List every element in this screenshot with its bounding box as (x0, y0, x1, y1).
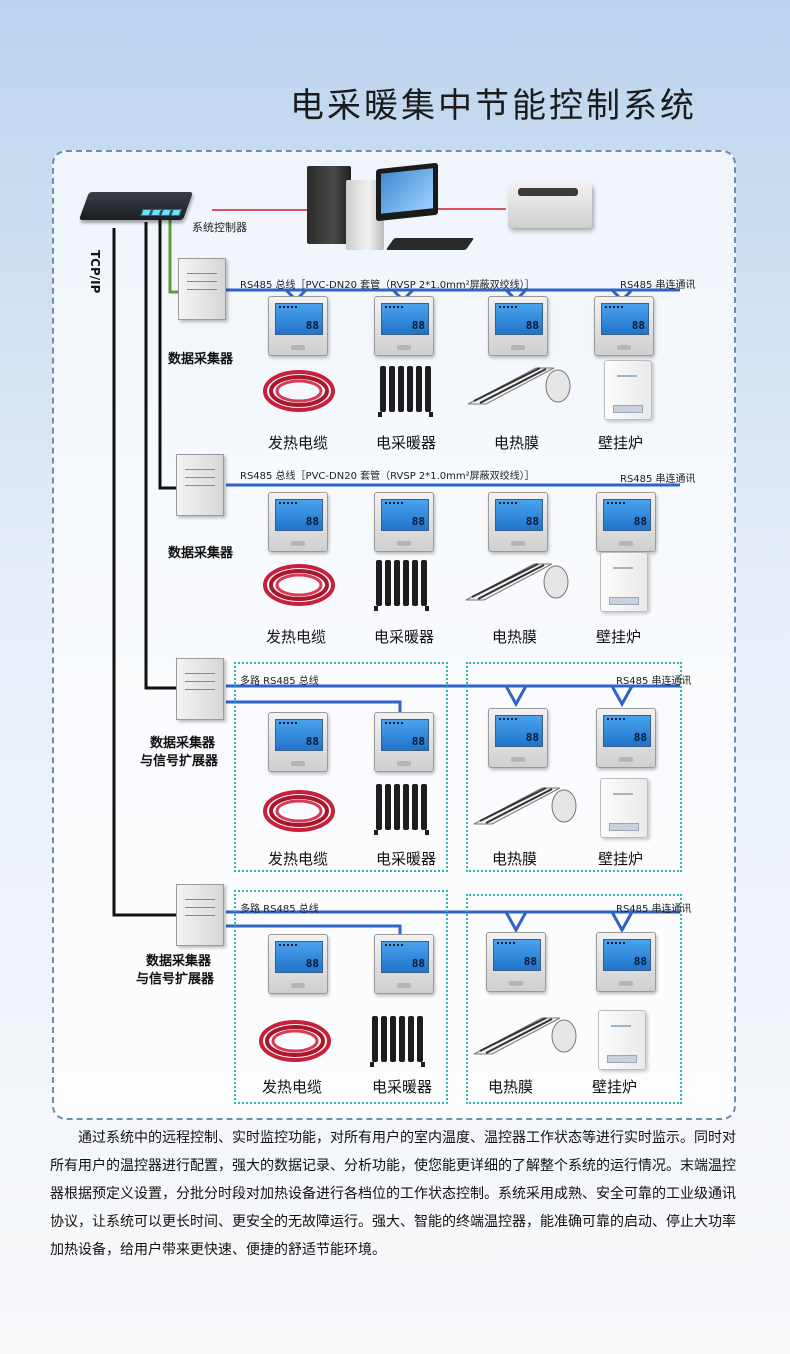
thermostat-icon: 88 (488, 492, 548, 552)
trunk-to-collector1 (168, 220, 178, 294)
serial-label: RS485 串连通讯 (620, 280, 696, 291)
heating-film-icon (473, 1017, 577, 1055)
heating-cable-icon (263, 564, 335, 606)
device-label: 发热电缆 (262, 1078, 323, 1096)
thermostat-icon: 88 (374, 712, 434, 772)
collector-label: 数据采集器 (150, 736, 216, 751)
serial-label: RS485 串连通讯 (616, 676, 692, 687)
electric-radiator-icon (370, 1016, 425, 1067)
device-group (234, 890, 448, 1104)
thermostat-icon: 88 (596, 932, 656, 992)
electric-radiator-icon (378, 366, 433, 417)
monitor-icon (376, 162, 438, 222)
thermostat-icon: 88 (374, 934, 434, 994)
trunk-to-collector4 (112, 228, 176, 917)
thermostat-icon: 88 (268, 934, 328, 994)
device-label: 电热膜 (488, 1078, 534, 1096)
thermostat-icon: 88 (486, 932, 546, 992)
heating-film-icon (467, 367, 571, 405)
thermostat-icon: 88 (268, 296, 328, 356)
wall-boiler-icon (600, 552, 648, 612)
device-label: 电采暖器 (372, 1078, 433, 1096)
device-label: 壁挂炉 (592, 1078, 638, 1096)
heating-cable-icon (259, 1020, 331, 1062)
heating-cable-icon (263, 370, 335, 412)
heating-film-icon (465, 563, 569, 601)
device-label: 电热膜 (492, 850, 538, 868)
electric-radiator-icon (374, 784, 429, 835)
data-collector-icon (176, 454, 224, 516)
thermostat-icon: 88 (488, 296, 548, 356)
bus-label: RS485 总线［PVC-DN20 套管（RVSP 2*1.0mm²屏蔽双绞线）… (240, 280, 535, 291)
pc-tower-icon (307, 166, 351, 244)
bus-label: RS485 总线［PVC-DN20 套管（RVSP 2*1.0mm²屏蔽双绞线）… (240, 471, 535, 482)
device-label: 壁挂炉 (596, 628, 642, 646)
thermostat-icon: 88 (596, 492, 656, 552)
thermostat-icon: 88 (594, 296, 654, 356)
device-label: 壁挂炉 (598, 850, 644, 868)
trunk-to-collector3 (144, 222, 176, 690)
heating-cable-icon (263, 790, 335, 832)
data-collector-icon (176, 884, 224, 946)
thermostat-icon: 88 (374, 296, 434, 356)
device-group (466, 894, 682, 1104)
wall-boiler-icon (600, 778, 648, 838)
thermostat-icon: 88 (596, 708, 656, 768)
device-label: 发热电缆 (266, 628, 327, 646)
device-label: 电采暖器 (376, 434, 437, 452)
device-label: 发热电缆 (268, 850, 329, 868)
heating-film-icon (473, 787, 577, 825)
collector-label: 数据采集器 (168, 352, 234, 367)
serial-label: RS485 串连通讯 (620, 474, 696, 485)
page-title: 电采暖集中节能控制系统 (290, 86, 697, 126)
thermostat-icon: 88 (374, 492, 434, 552)
wall-boiler-icon (598, 1010, 646, 1070)
wall-boiler-icon (604, 360, 652, 420)
description-paragraph: 通过系统中的远程控制、实时监控功能，对所有用户的室内温度、温控器工作状态等进行实… (50, 1130, 736, 1258)
device-label: 电热膜 (494, 434, 540, 452)
device-label: 电采暖器 (376, 850, 437, 868)
device-group (466, 662, 682, 872)
device-label: 电采暖器 (374, 628, 435, 646)
device-label: 壁挂炉 (598, 434, 644, 452)
thermostat-icon: 88 (488, 708, 548, 768)
thermostat-icon: 88 (268, 712, 328, 772)
collector-label: 数据采集器 (146, 954, 212, 969)
bus-label: 多路 RS485 总线 (240, 676, 319, 687)
serial-label: RS485 串连通讯 (616, 904, 692, 915)
printer-icon (508, 182, 592, 228)
device-label: 电热膜 (492, 628, 538, 646)
bus-label: 多路 RS485 总线 (240, 904, 319, 915)
keyboard-icon (385, 238, 475, 250)
data-collector-icon (176, 658, 224, 720)
network-switch (78, 192, 194, 220)
device-group (234, 662, 448, 872)
electric-radiator-icon (374, 560, 429, 611)
collector-label: 数据采集器 (168, 546, 234, 561)
data-collector-icon (178, 258, 226, 320)
tcp-ip-label: TCP/IP (88, 250, 102, 294)
thermostat-icon: 88 (268, 492, 328, 552)
system-controller-label: 系统控制器 (192, 221, 247, 234)
collector-label: 与信号扩展器 (136, 972, 215, 987)
collector-label: 与信号扩展器 (140, 754, 219, 769)
trunk-to-collector2 (158, 220, 176, 490)
device-label: 发热电缆 (268, 434, 329, 452)
